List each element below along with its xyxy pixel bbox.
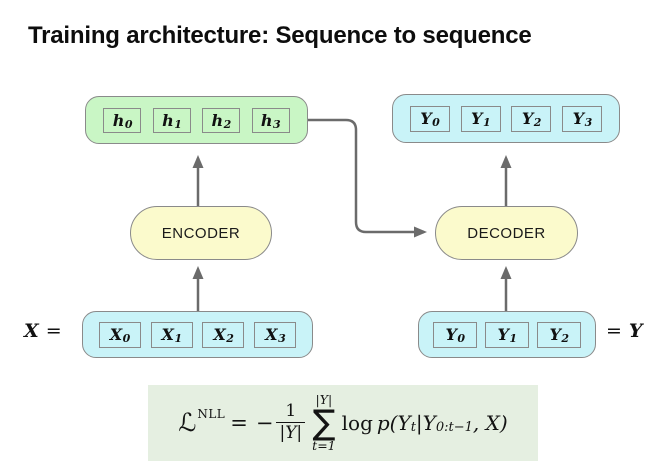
cell-text: Y: [549, 325, 561, 344]
cell-text: X: [213, 325, 226, 344]
summation: |Y| ∑ t=1: [312, 393, 335, 453]
decoder-input-label: =Y: [606, 320, 643, 342]
condition-term: |Y: [415, 410, 436, 435]
fraction: 1 |Y|: [276, 401, 306, 444]
cell-subscript: 0: [124, 117, 133, 131]
sigma-symbol: ∑: [312, 402, 336, 443]
x-variable: X: [24, 320, 39, 342]
fraction-numerator: 1: [285, 401, 297, 422]
probability-term: p(Y: [376, 410, 411, 435]
cell-subscript: 2: [226, 332, 234, 345]
cell-subscript: 2: [561, 332, 570, 345]
cell-text: Y: [521, 109, 534, 128]
cell-subscript: 1: [174, 117, 182, 131]
cell-subscript: 1: [174, 332, 183, 345]
decoder-label: DECODER: [467, 224, 546, 242]
subscript-range: 0:t−1: [435, 420, 473, 436]
fraction-denominator: |Y|: [276, 421, 306, 444]
encoder-input-label: X=: [24, 320, 62, 342]
slide-title: Training architecture: Sequence to seque…: [28, 22, 532, 49]
cell-subscript: 1: [509, 332, 518, 345]
y-variable: Y: [628, 320, 643, 342]
summation-lower-limit: t=1: [312, 438, 336, 454]
cell-text: Y: [572, 109, 585, 128]
cell-text: Y: [445, 325, 457, 344]
cell-text: h: [211, 110, 224, 130]
encoder-label: ENCODER: [161, 224, 241, 242]
encoder-block: ENCODER: [130, 206, 272, 260]
cell-text: Y: [497, 325, 509, 344]
cell-text: h: [112, 110, 125, 130]
cell-subscript: 2: [533, 116, 542, 129]
cell-subscript: 2: [223, 117, 232, 131]
cell-text: X: [265, 325, 278, 344]
equals-sign: =: [606, 320, 622, 342]
cell-text: Y: [420, 109, 432, 128]
cell-subscript: 0: [122, 332, 131, 345]
cell-text: h: [162, 110, 174, 130]
cell-text: X: [161, 325, 174, 344]
cell-text: h: [260, 110, 273, 130]
equals-sign: =: [230, 410, 248, 435]
decoder-block: DECODER: [435, 206, 578, 260]
cell-subscript: 0: [457, 332, 466, 345]
loss-symbol: ℒ: [178, 408, 197, 438]
closing-term: , X): [472, 410, 508, 435]
cell-subscript: 3: [278, 332, 286, 345]
summation-upper-limit: |Y|: [315, 392, 333, 408]
loss-superscript: NLL: [197, 406, 226, 421]
equals-sign: =: [45, 320, 62, 342]
cell-text: X: [109, 325, 123, 344]
cell-subscript: 0: [432, 116, 440, 129]
cell-subscript: 3: [273, 117, 281, 131]
log-operator: log: [341, 410, 373, 435]
subscript-t: t: [410, 420, 416, 436]
minus-sign: −: [255, 410, 274, 435]
cell-subscript: 3: [584, 116, 593, 129]
cell-text: Y: [471, 109, 483, 128]
cell-subscript: 1: [482, 116, 491, 129]
